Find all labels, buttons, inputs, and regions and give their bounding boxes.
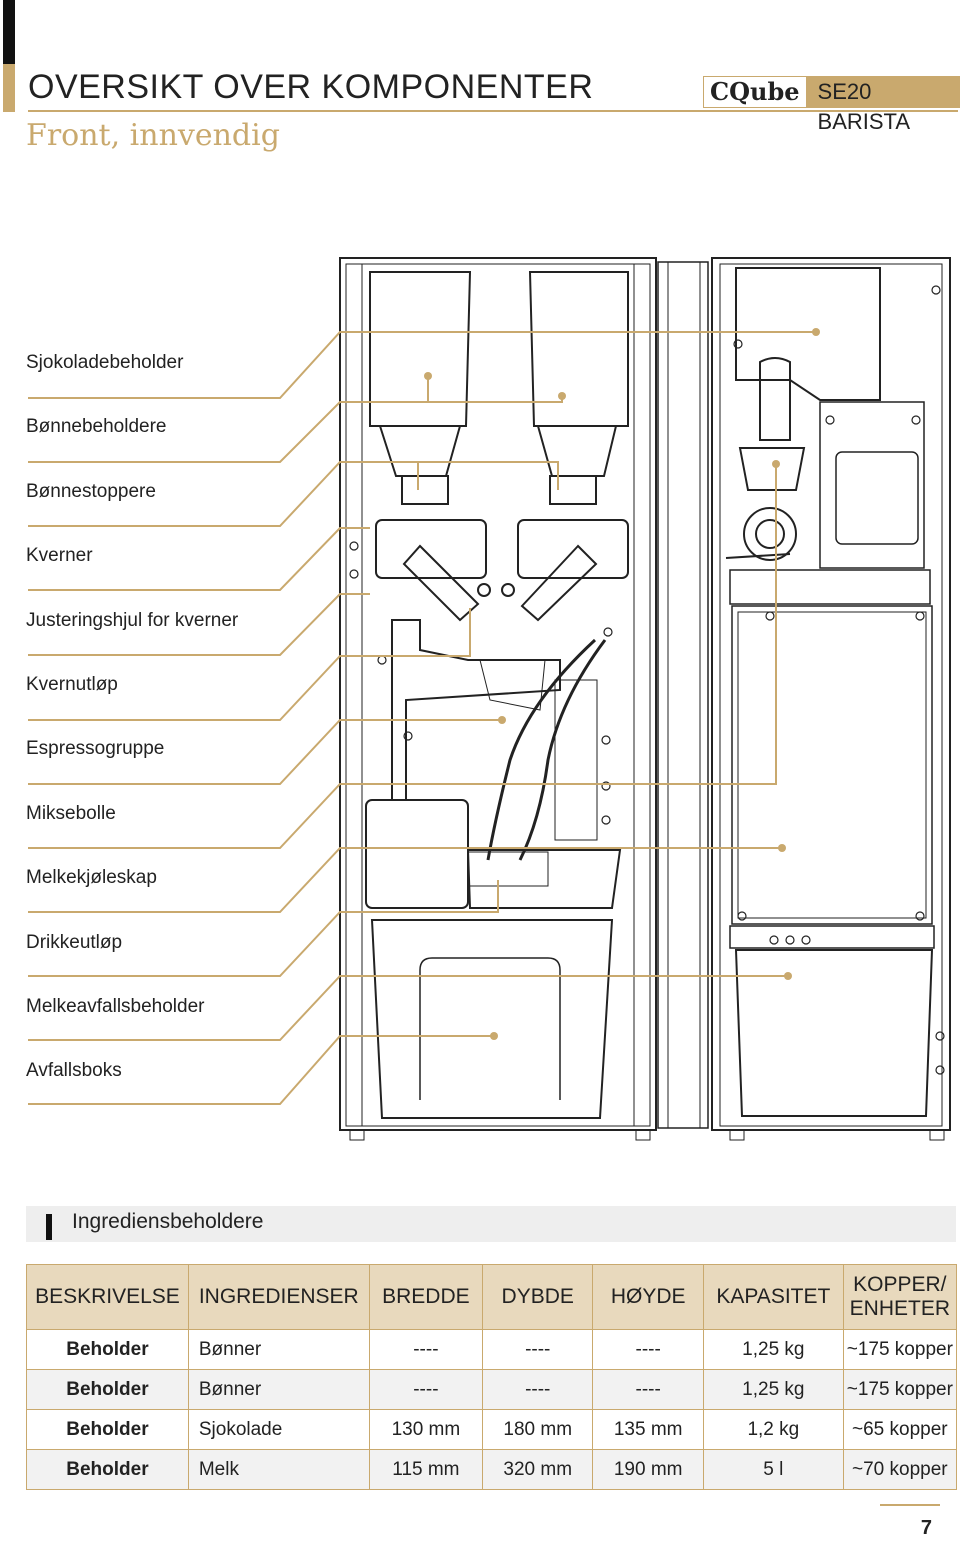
cell: ----	[592, 1329, 705, 1370]
mixing-bowl	[738, 447, 806, 491]
bean-hopper-right	[528, 271, 629, 427]
page-title: OVERSIKT OVER KOMPONENTER	[28, 68, 594, 106]
cell: Beholder	[26, 1329, 189, 1370]
col-header: DYBDE	[482, 1264, 594, 1330]
cell: ----	[592, 1369, 705, 1410]
left-edge-accent	[3, 64, 15, 112]
cell: Melk	[187, 1449, 370, 1490]
label-melkeavfallsbeholder: Melkeavfallsbeholder	[26, 996, 205, 1017]
cell: Bønner	[187, 1329, 370, 1370]
label-drikkeutlop: Drikkeutløp	[26, 932, 123, 953]
cell: 5 l	[703, 1449, 844, 1490]
cell: 135 mm	[592, 1409, 705, 1450]
brand-model: SE20 BARISTA	[805, 77, 959, 134]
table-header-row: BESKRIVELSE INGREDIENSER BREDDE DYBDE HØ…	[26, 1264, 958, 1330]
milk-fridge	[365, 799, 469, 909]
cell: ~65 kopper	[842, 1409, 958, 1450]
label-bonnestoppere: Bønnestoppere	[26, 481, 156, 502]
table-row: Beholder Bønner ---- ---- ---- 1,25 kg ~…	[26, 1369, 958, 1410]
table-row: Beholder Bønner ---- ---- ---- 1,25 kg ~…	[26, 1329, 958, 1370]
bean-hopper-left	[369, 271, 472, 427]
cell: Beholder	[26, 1369, 189, 1410]
cell: Sjokolade	[187, 1409, 370, 1450]
cell: ~175 kopper	[842, 1369, 958, 1410]
cell: 190 mm	[592, 1449, 705, 1490]
section-header-bar	[26, 1206, 956, 1242]
cell: Beholder	[26, 1449, 189, 1490]
label-bonnebeholdere: Bønnebeholdere	[26, 416, 167, 437]
cell: 115 mm	[368, 1449, 484, 1490]
col-header: BREDDE	[368, 1264, 484, 1330]
left-cabinet-frame	[339, 257, 657, 1131]
table-row: Beholder Melk 115 mm 320 mm 190 mm 5 l ~…	[26, 1449, 958, 1490]
cell: ----	[368, 1369, 484, 1410]
col-header: BESKRIVELSE	[26, 1264, 189, 1330]
cell: 1,25 kg	[703, 1369, 844, 1410]
col-header: INGREDIENSER	[187, 1264, 370, 1330]
brand-badge: CQube SE20 BARISTA	[703, 76, 960, 134]
label-miksebolle: Miksebolle	[26, 803, 116, 824]
cell: Bønner	[187, 1369, 370, 1410]
milk-waste-container	[734, 949, 934, 1117]
grinder-left	[375, 519, 487, 579]
cell: 130 mm	[368, 1409, 484, 1450]
cell: Beholder	[26, 1409, 189, 1450]
col-header: KOPPER/ ENHETER	[842, 1264, 958, 1330]
section-marker	[46, 1214, 52, 1240]
grinder-right	[517, 519, 629, 579]
cell: 1,25 kg	[703, 1329, 844, 1370]
section-title: Ingrediensbeholdere	[72, 1210, 264, 1233]
cell: ~175 kopper	[842, 1329, 958, 1370]
page-subtitle: Front, innvendig	[26, 118, 280, 153]
label-justeringshjul: Justeringshjul for kverner	[26, 610, 239, 631]
label-kvernutlop: Kvernutløp	[26, 674, 118, 695]
machine-diagram	[28, 257, 951, 1141]
cell: ~70 kopper	[842, 1449, 958, 1490]
col-header: KAPASITET	[703, 1264, 844, 1330]
cell: 180 mm	[482, 1409, 594, 1450]
cell: 1,2 kg	[703, 1409, 844, 1450]
page-number-rule	[880, 1504, 940, 1506]
col-header: HØYDE	[592, 1264, 705, 1330]
cell: ----	[368, 1329, 484, 1370]
table-row: Beholder Sjokolade 130 mm 180 mm 135 mm …	[26, 1409, 958, 1450]
label-sjokoladebeholder: Sjokoladebeholder	[26, 352, 184, 373]
waste-bin	[370, 919, 614, 1119]
title-divider	[28, 110, 958, 112]
cell: ----	[482, 1369, 594, 1410]
cell: 320 mm	[482, 1449, 594, 1490]
label-kverner: Kverner	[26, 545, 93, 566]
cell: ----	[482, 1329, 594, 1370]
label-espressogruppe: Espressogruppe	[26, 738, 165, 759]
page-number: 7	[920, 1517, 932, 1539]
label-melkekjoleskap: Melkekjøleskap	[26, 867, 157, 888]
right-cabinet-frame	[711, 257, 951, 1131]
ingredient-containers-table: BESKRIVELSE INGREDIENSER BREDDE DYBDE HØ…	[26, 1264, 958, 1490]
chocolate-hopper	[735, 267, 881, 401]
label-avfallsboks: Avfallsboks	[26, 1060, 122, 1081]
leader-sjokoladebeholder	[28, 331, 816, 399]
brand-name: CQube	[704, 77, 806, 107]
